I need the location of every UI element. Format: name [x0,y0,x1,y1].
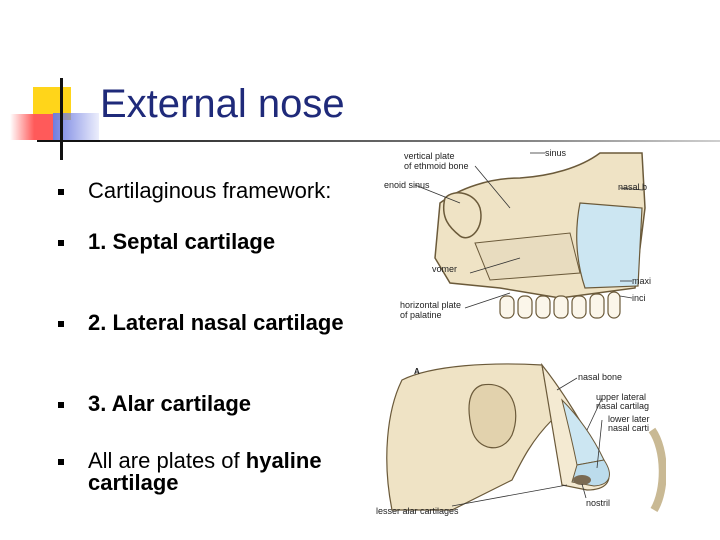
title-underline [100,140,720,142]
label-of-palatine: of palatine [400,310,442,320]
bullet-text: Cartilaginous framework: [88,178,332,203]
label-horizontal-plate: horizontal plate [400,300,461,310]
label-vomer: vomer [432,264,457,274]
bullet-text: All are plates of hyaline cartilage [88,450,348,494]
label-sinus: sinus [545,148,567,158]
label-upper-lateral: upper lateral [596,392,646,402]
decor-red-square [10,114,54,140]
skull-section-figure: vertical plate of ethmoid bone sinus eno… [380,148,658,328]
label-nasal-b: nasal b [618,182,647,192]
slide-title: External nose [100,82,345,126]
bullet-marker [58,321,64,327]
bullet-text-bold: hyaline cartilage [88,448,322,495]
label-nasal-carti: nasal carti [608,423,649,433]
bullet-marker [58,240,64,246]
bullet-marker [58,189,64,195]
nasal-cartilage-figure: A nasal bone upper lateral nasal cartila… [372,360,666,526]
label-nostril: nostril [586,498,610,508]
decor-short-rule [37,140,107,142]
label-vertical-plate: vertical plate [404,151,455,161]
bullet-marker [58,402,64,408]
label-nasal-bone: nasal bone [578,372,622,382]
label-inci: inci [632,293,646,303]
label-nasal-cartilag: nasal cartilag [596,401,649,411]
bullet-text: 3. Alar cartilage [88,391,252,416]
label-enoid-sinus: enoid sinus [384,180,430,190]
decor-vertical-line [60,78,63,160]
bullet-marker [58,459,64,465]
label-lesser-alar: lesser alar cartilages [376,506,459,516]
panel-label: A [414,367,420,376]
bullet-text: 2. Lateral nasal cartilage [88,310,344,335]
bullet-text-plain: All are plates of [88,448,240,473]
bullet-text: 1. Septal cartilage [88,229,276,254]
label-maxi: maxi [632,276,651,286]
label-of-ethmoid: of ethmoid bone [404,161,469,171]
label-lower-later: lower later [608,414,650,424]
